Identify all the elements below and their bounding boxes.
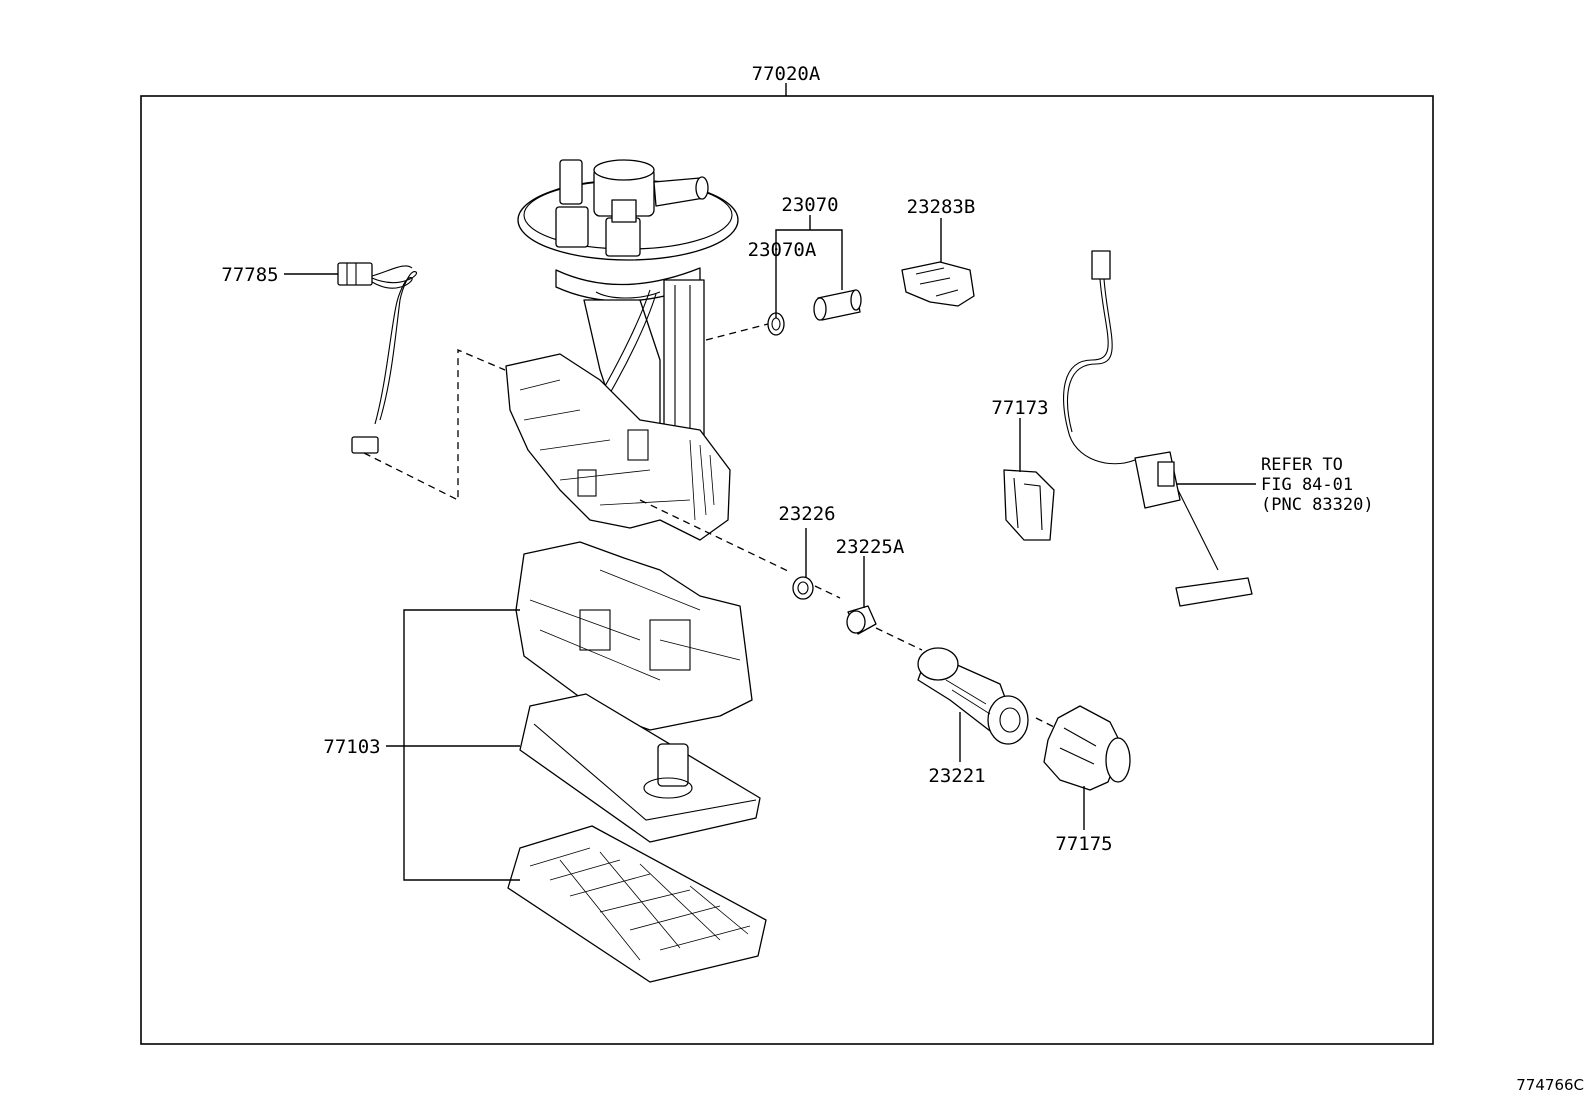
assembly-label[interactable]: 77020A [752,63,821,85]
label-77175[interactable]: 77175 [1055,833,1112,855]
reference-note-line3: (PNC 83320) [1261,495,1374,515]
assembly-frame [140,95,1434,1045]
clip-77173-illustration [1003,469,1055,541]
filter-case-illustration [515,541,753,731]
fuel-sender-gauge-illustration [1063,250,1253,607]
reference-note-line2[interactable]: FIG 84-01 [1261,475,1353,495]
reference-note-line1: REFER TO [1261,455,1343,475]
label-77785[interactable]: 77785 [221,264,278,286]
cushion-23225A-face [846,610,866,634]
label-23221[interactable]: 23221 [928,765,985,787]
fuel-pump-23221-illustration [917,647,1029,745]
pressure-regulator-illustration [767,289,862,336]
retainer-23283B-illustration [901,261,975,307]
filter-mesh-illustration [507,825,767,983]
figure-id: 774766C [1516,1076,1584,1094]
bracket-77175-illustration [1043,705,1131,791]
label-77103-text[interactable]: 77103 [323,736,380,758]
harness-dashed-guide [363,349,506,502]
dashed-guide-regulator [705,323,769,341]
label-23283B[interactable]: 23283B [907,196,976,218]
filter-element-illustration [519,693,761,843]
wire-harness-illustration [337,262,417,454]
washer-23226-hole [797,581,809,595]
label-77173[interactable]: 77173 [991,397,1048,419]
label-23070A[interactable]: 23070A [748,239,817,261]
label-23226[interactable]: 23226 [778,503,835,525]
washer-23226 [792,576,814,600]
bracket-23070 [775,229,843,318]
label-23070[interactable]: 23070 [781,194,838,216]
pump-axis-dashed-guide [639,499,1069,735]
pump-module-housing [505,159,739,541]
label-23225A[interactable]: 23225A [836,536,905,558]
bracket-77103 [403,609,520,881]
